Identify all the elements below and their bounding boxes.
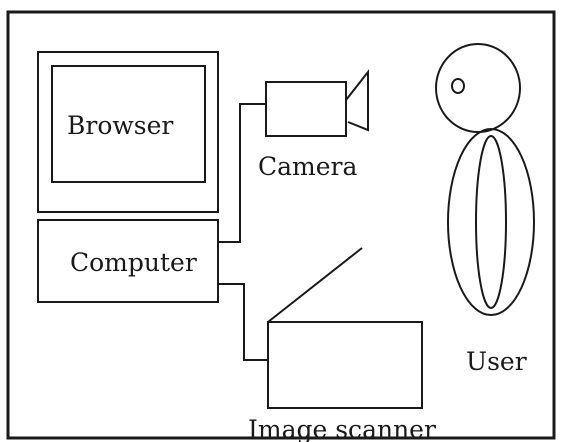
user-body-inner [475, 135, 507, 309]
user-label: User [466, 347, 527, 376]
user: User [435, 43, 535, 376]
camera-body [265, 81, 347, 137]
camera: Camera [258, 69, 369, 181]
user-body-outer [447, 128, 535, 316]
computer-scanner-cable [218, 283, 268, 361]
monitor-screen [51, 65, 206, 183]
diagram-frame [6, 10, 556, 440]
computer: Computer [37, 219, 219, 303]
computer-box [37, 219, 219, 303]
camera-label: Camera [258, 152, 357, 181]
monitor: Browser [37, 51, 219, 213]
scanner-lid [267, 247, 363, 323]
camera-lens [345, 69, 369, 132]
computer-label: Computer [70, 248, 197, 277]
image-scanner: Image scanner [248, 247, 436, 442]
user-head [435, 43, 521, 133]
browser-label: Browser [67, 111, 173, 140]
computer-camera-cable [218, 103, 266, 243]
scanner-body [267, 321, 423, 409]
user-eye [451, 78, 465, 94]
monitor-outer-frame [37, 51, 219, 213]
image-scanner-label: Image scanner [248, 415, 436, 442]
